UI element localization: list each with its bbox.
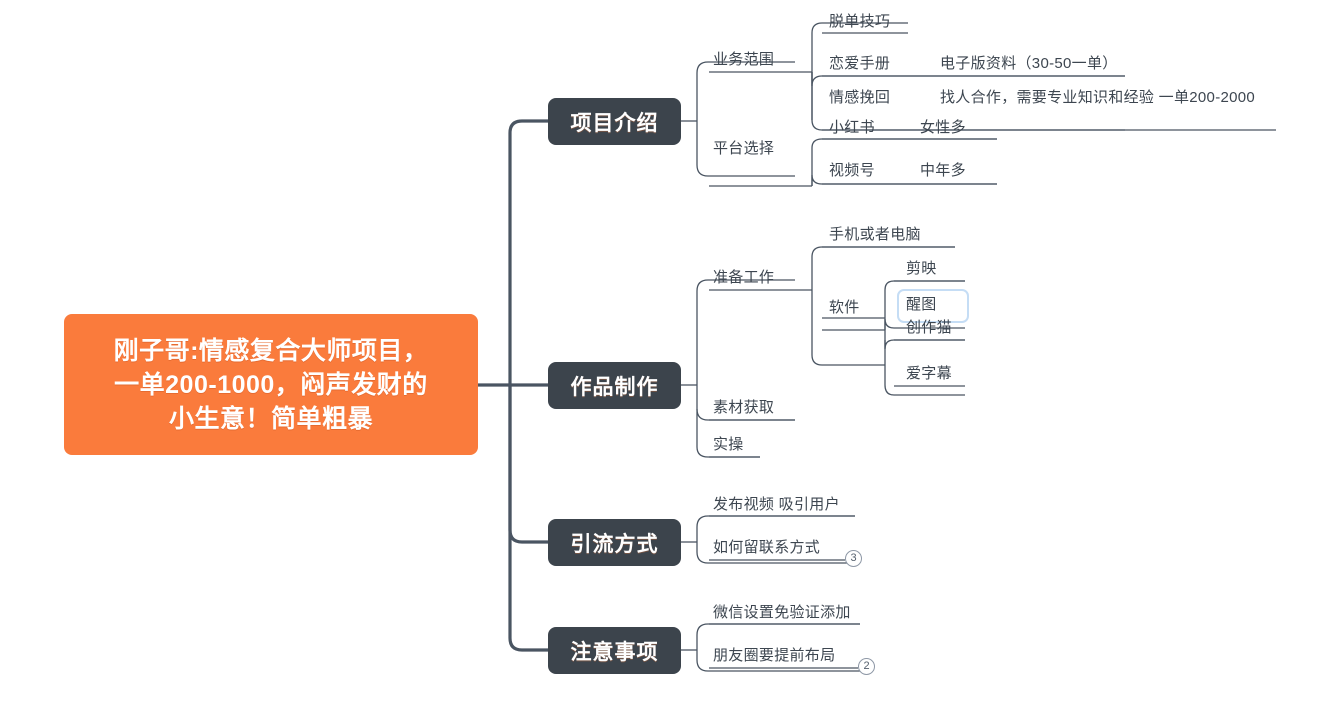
node-leave-contact[interactable]: 如何留联系方式 bbox=[713, 539, 821, 556]
branch-node-label: 注意事项 bbox=[570, 640, 659, 664]
node-xiaohongshu-detail[interactable]: 女性多 bbox=[920, 119, 966, 136]
node-practice[interactable]: 实操 bbox=[713, 436, 744, 453]
node-preparation[interactable]: 准备工作 bbox=[713, 269, 775, 286]
node-single-tips[interactable]: 脱单技巧 bbox=[829, 13, 891, 30]
node-material-acquisition[interactable]: 素材获取 bbox=[713, 399, 775, 416]
node-software-jianying[interactable]: 剪映 bbox=[906, 260, 937, 277]
node-love-handbook[interactable]: 恋爱手册 bbox=[829, 55, 891, 72]
node-software-chuangzuomao[interactable]: 创作猫 bbox=[906, 319, 952, 336]
node-emotion-recovery-detail[interactable]: 找人合作，需要专业知识和经验 一单200-2000 bbox=[940, 89, 1256, 106]
node-xiaohongshu[interactable]: 小红书 bbox=[829, 119, 875, 136]
node-moments-layout[interactable]: 朋友圈要提前布局 bbox=[713, 647, 836, 664]
branch-node-label: 项目介绍 bbox=[570, 111, 659, 135]
node-software-xingtu[interactable]: 醒图 bbox=[906, 296, 937, 313]
branch-node-label: 作品制作 bbox=[570, 375, 659, 399]
node-platform-selection[interactable]: 平台选择 bbox=[713, 140, 775, 157]
collapsed-count-badge[interactable]: 3 bbox=[845, 550, 862, 567]
branch-node-label: 引流方式 bbox=[570, 532, 659, 556]
root-node-label: 刚子哥:情感复合大师项目， 一单200-1000，闷声发财的 小生意！简单粗暴 bbox=[113, 336, 429, 433]
branch-node-work-production[interactable]: 作品制作 bbox=[548, 362, 681, 409]
node-love-handbook-detail[interactable]: 电子版资料（30-50一单） bbox=[940, 55, 1118, 72]
node-emotion-recovery[interactable]: 情感挽回 bbox=[829, 89, 891, 106]
node-software[interactable]: 软件 bbox=[829, 299, 860, 316]
collapsed-count-badge[interactable]: 2 bbox=[858, 658, 875, 675]
branch-node-traffic-method[interactable]: 引流方式 bbox=[548, 519, 681, 566]
root-node[interactable]: 刚子哥:情感复合大师项目， 一单200-1000，闷声发财的 小生意！简单粗暴 bbox=[64, 314, 478, 455]
node-publish-video[interactable]: 发布视频 吸引用户 bbox=[713, 496, 840, 513]
branch-node-notes[interactable]: 注意事项 bbox=[548, 627, 681, 674]
node-business-scope[interactable]: 业务范围 bbox=[713, 51, 775, 68]
branch-node-project-intro[interactable]: 项目介绍 bbox=[548, 98, 681, 145]
node-video-account-detail[interactable]: 中年多 bbox=[920, 162, 966, 179]
node-video-account[interactable]: 视频号 bbox=[829, 162, 875, 179]
node-wechat-no-verify[interactable]: 微信设置免验证添加 bbox=[713, 604, 851, 621]
selection-highlight-xingtu[interactable] bbox=[897, 289, 969, 323]
node-phone-or-computer[interactable]: 手机或者电脑 bbox=[829, 226, 921, 243]
node-software-aizimu[interactable]: 爱字幕 bbox=[906, 365, 952, 382]
